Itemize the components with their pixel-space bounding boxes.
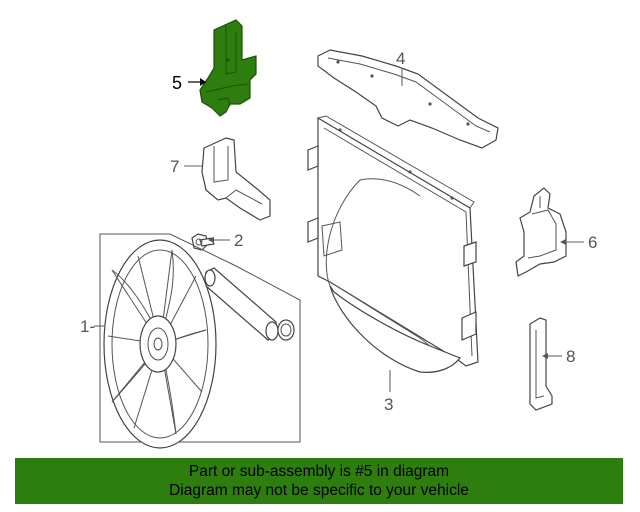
leader-6-arrow bbox=[560, 239, 566, 245]
part-1-fan-assembly[interactable] bbox=[99, 233, 301, 449]
banner-line-2: Diagram may not be specific to your vehi… bbox=[169, 482, 469, 499]
leader-8-arrow bbox=[542, 353, 548, 359]
callout-5: 5 bbox=[172, 73, 182, 93]
part-7-bracket[interactable] bbox=[201, 137, 271, 221]
part-4-seal[interactable] bbox=[317, 49, 499, 149]
callout-7: 7 bbox=[170, 157, 179, 176]
leader-2-arrow bbox=[208, 237, 214, 243]
leader-5-arrow bbox=[200, 78, 206, 86]
banner-line-1: Part or sub-assembly is #5 in diagram bbox=[188, 463, 450, 480]
part-3-shroud[interactable] bbox=[307, 115, 479, 373]
callout-1: 1- bbox=[80, 317, 95, 336]
part-2-bolt[interactable] bbox=[191, 233, 215, 251]
callout-4: 4 bbox=[396, 49, 405, 68]
callout-2: 2 bbox=[234, 231, 243, 250]
callout-6: 6 bbox=[588, 233, 597, 252]
part-5-bracket[interactable] bbox=[199, 19, 257, 117]
callout-3: 3 bbox=[384, 395, 393, 414]
parts-diagram: 4 3 5 7 2 bbox=[80, 19, 597, 449]
part-6-bracket[interactable] bbox=[515, 187, 567, 277]
part-8-panel[interactable] bbox=[529, 317, 553, 411]
callout-8: 8 bbox=[566, 347, 575, 366]
info-banner: Part or sub-assembly is #5 in diagram Di… bbox=[15, 458, 623, 504]
